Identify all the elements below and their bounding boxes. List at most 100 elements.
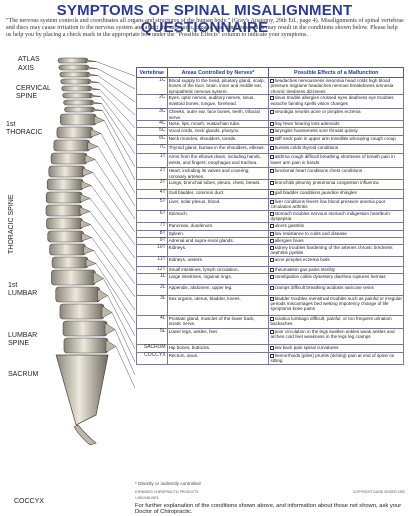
effect-cell[interactable]: cramps difficult breathing acidosis vari… xyxy=(268,283,404,296)
symptom-checkbox[interactable] xyxy=(270,258,274,262)
symptom-checkbox[interactable] xyxy=(270,239,274,243)
spinous-process-shape xyxy=(92,108,103,112)
effect-cell[interactable]: low back pain spinal curvatures xyxy=(268,343,404,353)
spine-drawing xyxy=(45,57,135,446)
symptom-checkbox[interactable] xyxy=(270,191,274,195)
vertebra-shape xyxy=(59,71,91,78)
symptom-checkbox[interactable] xyxy=(270,354,274,358)
symptom-checkbox[interactable] xyxy=(270,155,274,159)
effect-cell[interactable]: kidney troubles hardening of the arterie… xyxy=(268,243,404,257)
symptom-checkbox[interactable] xyxy=(270,79,274,83)
leader-line xyxy=(90,185,135,246)
area-cell: Eyes, optic nerves, auditory nerves, sin… xyxy=(166,94,270,110)
symptom-checkbox[interactable] xyxy=(270,246,274,250)
symptom-checkbox[interactable] xyxy=(270,297,274,301)
area-cell: Gall bladder, common duct. xyxy=(166,189,270,199)
vertebra-cell: 7T xyxy=(136,221,168,231)
symptom-checkbox[interactable] xyxy=(270,169,274,173)
symptom-checkbox[interactable] xyxy=(270,275,274,279)
symptom-checkbox[interactable] xyxy=(270,212,274,216)
leader-line xyxy=(91,237,135,298)
spinous-process-shape xyxy=(88,80,99,84)
effect-cell[interactable]: bursitis colds thyroid conditions xyxy=(268,144,404,155)
vertebra-shape xyxy=(45,191,83,204)
intro-paragraph: "The nervous system controls and coordin… xyxy=(6,18,404,39)
axis-label: AXIS xyxy=(18,65,34,72)
symptom-checkbox[interactable] xyxy=(270,317,274,321)
effect-cell[interactable]: sciatica lumbago difficult, painful, or … xyxy=(268,314,404,329)
effect-cell[interactable]: poor circulation in the legs swollen ank… xyxy=(268,327,404,345)
effect-cell[interactable]: neuralgia neuritis acne or pimples eczem… xyxy=(268,108,404,122)
leader-line xyxy=(114,329,135,376)
effect-cell[interactable]: headaches nervousness insomnia head cold… xyxy=(268,76,404,96)
effect-cell[interactable]: liver conditions fevers low blood pressu… xyxy=(268,198,404,211)
spinous-process-shape xyxy=(85,59,97,63)
vertebra-cell: 6T xyxy=(136,209,168,223)
symptom-checkbox[interactable] xyxy=(270,137,274,141)
effect-cell[interactable]: bronchitis pleurisy pneumonia congestion… xyxy=(268,179,404,190)
effect-cell[interactable]: stiff neck pain in upper arm tonsillitis… xyxy=(268,135,404,146)
header-areas: Areas Controlled by Nerves* xyxy=(166,67,270,78)
effect-text: hemorrhoids (piles) pruritis (itching) p… xyxy=(270,353,395,364)
effect-cell[interactable]: rheumatism gas pains sterility xyxy=(268,265,404,274)
symptom-checkbox[interactable] xyxy=(270,200,274,204)
area-cell: Thyroid gland, bursae in the shoulders, … xyxy=(166,144,270,155)
symptom-checkbox[interactable] xyxy=(270,346,274,350)
spinous-process-shape xyxy=(87,73,98,77)
vertebra-cell: 1C xyxy=(136,76,168,96)
symptom-checkbox[interactable] xyxy=(270,122,274,126)
symptom-checkbox[interactable] xyxy=(270,268,274,272)
effect-cell[interactable]: allergies hives xyxy=(268,236,404,245)
effect-text: gall bladder conditions jaundice shingle… xyxy=(274,190,357,196)
spinous-process-shape xyxy=(89,87,100,91)
spinous-process-shape xyxy=(105,339,117,353)
area-cell: Appendix, abdomen, upper leg. xyxy=(166,283,270,296)
leader-line xyxy=(90,198,135,259)
symptom-checkbox[interactable] xyxy=(270,96,274,100)
effect-cell[interactable]: bladder troubles menstrual troubles such… xyxy=(268,294,404,316)
vertebra-shape xyxy=(59,303,105,320)
symptom-checkbox[interactable] xyxy=(270,110,274,114)
symptom-checkbox[interactable] xyxy=(270,232,274,236)
effect-cell[interactable]: functional heart conditions chest condit… xyxy=(268,167,404,180)
leader-line xyxy=(95,61,135,77)
effect-cell[interactable]: acne pimples eczema boils xyxy=(268,255,404,267)
effect-cell[interactable]: ulcers gastritis xyxy=(268,221,404,231)
vertebra-shape xyxy=(62,320,108,337)
symptom-checkbox[interactable] xyxy=(270,224,274,228)
symptom-checkbox[interactable] xyxy=(270,330,274,334)
area-cell: Cheeks, outer ear, face bones, teeth, tr… xyxy=(166,108,270,122)
vertebra-cell: 2T xyxy=(136,167,168,180)
effect-cell[interactable]: stomach troubles nervous stomach indiges… xyxy=(268,209,404,223)
effect-cell[interactable]: hay fever hearing loss adenoids xyxy=(268,120,404,129)
effect-cell[interactable]: laryngitis hoarseness sore throats quins… xyxy=(268,127,404,137)
spinous-process-shape xyxy=(84,154,96,164)
vertebra-cell: 6C xyxy=(136,135,168,146)
thoracic-spine-label: THORACIC SPINE xyxy=(8,194,15,254)
symptom-checkbox[interactable] xyxy=(270,286,274,290)
symptom-checkbox[interactable] xyxy=(270,146,274,150)
effect-cell[interactable]: constipation colitis dysentery diarrhea … xyxy=(268,272,404,285)
symptom-checkbox[interactable] xyxy=(270,129,274,133)
vertebra-shape xyxy=(46,178,84,191)
effect-text: poor circulation in the legs swollen ank… xyxy=(270,329,395,340)
spinous-process-shape xyxy=(101,305,113,319)
effect-cell[interactable]: low resistance to colds and disease xyxy=(268,229,404,238)
effect-cell[interactable]: sinus trouble allergies crossed eyes dea… xyxy=(268,94,404,110)
effect-cell[interactable]: hemorrhoids (piles) pruritis (itching) p… xyxy=(268,351,404,365)
spinous-process-shape xyxy=(104,322,116,336)
spinous-process-shape xyxy=(90,128,102,138)
first-thoracic-label: 1st THORACIC xyxy=(6,121,43,136)
area-cell: Liver, solar plexus, blood. xyxy=(166,198,270,211)
symptom-checkbox[interactable] xyxy=(270,181,274,185)
effect-cell[interactable]: asthma cough difficult breathing shortne… xyxy=(268,153,404,169)
coccyx-label: COCCYX xyxy=(14,498,44,505)
spinous-process-shape xyxy=(87,141,99,151)
vertebra-shape xyxy=(59,113,97,126)
leader-line xyxy=(96,68,135,90)
vertebra-shape xyxy=(51,269,96,286)
effect-cell[interactable]: gall bladder conditions jaundice shingle… xyxy=(268,189,404,199)
spinous-process-shape xyxy=(79,206,91,216)
